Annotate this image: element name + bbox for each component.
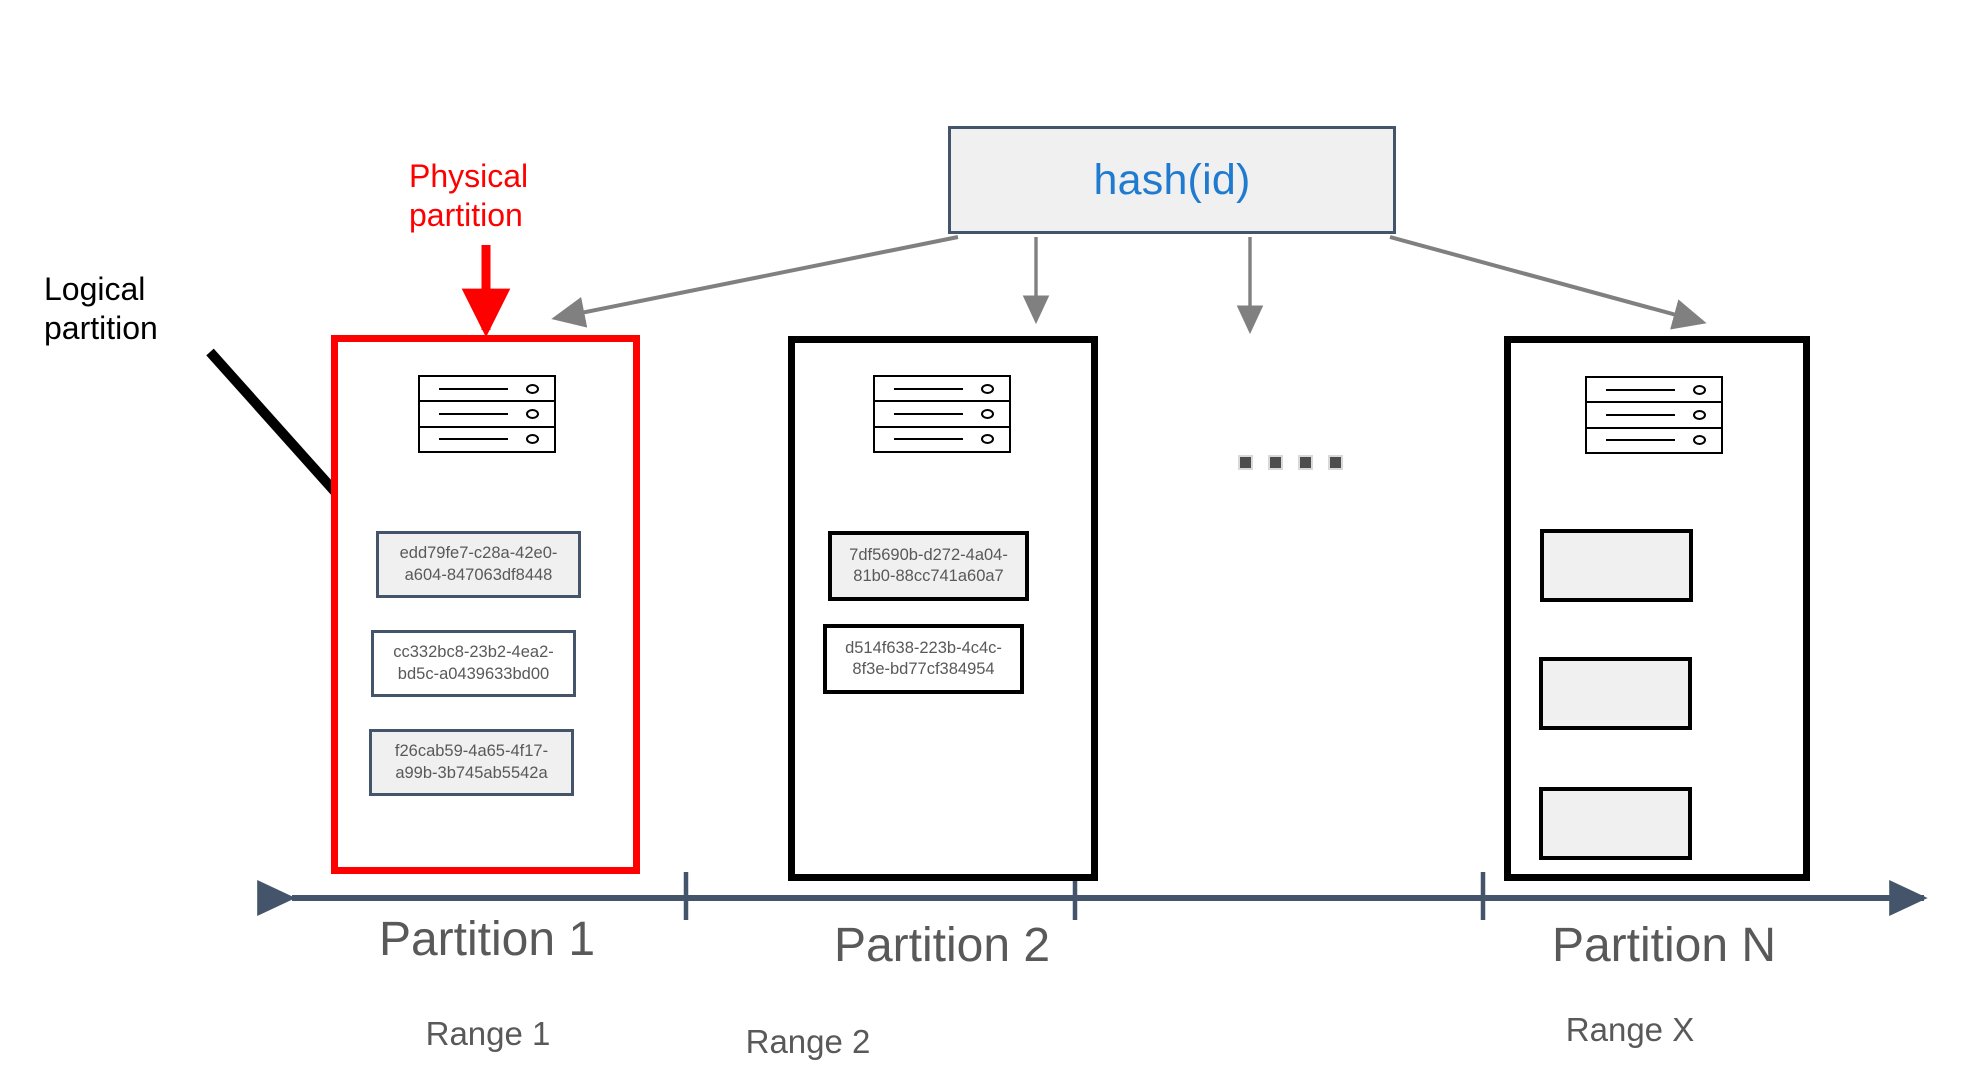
document-id-label: edd79fe7-c28a-42e0- a604-847063df8448 [399,544,558,584]
rack-led-icon [981,383,995,394]
axis-label-range-1: Range 1 [425,1015,551,1052]
rack-line [1605,413,1676,416]
rack-led-icon [526,408,540,419]
rack-line [438,412,509,415]
document-box[interactable]: 7df5690b-d272-4a04- 81b0-88cc741a60a7 [828,531,1029,601]
axis-label-range-2: Range 2 [745,1023,871,1060]
rack-row [1587,429,1721,452]
rack-line [893,387,964,390]
hash-function-box[interactable]: hash(id) [948,126,1396,234]
rack-row [875,377,1009,403]
rack-row [875,402,1009,428]
rack-led-icon [526,383,540,394]
document-box[interactable]: cc332bc8-23b2-4ea2- bd5c-a0439633bd00 [371,630,576,697]
connector-hash-to-partition-n [1389,235,1707,330]
rack-line [893,412,964,415]
axis-label-partition-n: Partition N [1551,919,1777,972]
document-box[interactable]: f26cab59-4a65-4f17- a99b-3b745ab5542a [369,729,574,796]
rack-led-icon [526,434,540,445]
axis-label-partition-2: Partition 2 [833,919,1051,972]
axis-label-range-x: Range X [1565,1011,1695,1048]
rack-led-icon [981,434,995,445]
ellipsis-dot [1238,455,1253,470]
partition-box-1[interactable]: edd79fe7-c28a-42e0- a604-847063df8448 cc… [331,335,640,874]
hash-function-label: hash(id) [1093,155,1251,204]
rack-line [438,387,509,390]
rack-line [1605,439,1676,442]
rack-row [420,402,554,428]
rack-row [420,377,554,403]
rack-led-icon [1693,409,1707,420]
document-box[interactable] [1540,529,1693,602]
rack-line [1605,388,1676,391]
rack-row [1587,403,1721,429]
ellipsis-dot [1328,455,1343,470]
logical-partition-callout: Logical partition [44,271,158,347]
rack-row [420,428,554,451]
document-box[interactable] [1539,657,1692,730]
document-box[interactable] [1539,787,1692,860]
connector-hash-to-partition-1 [551,235,959,328]
rack-led-icon [1693,384,1707,395]
server-rack-icon [873,375,1011,453]
partition-box-n[interactable] [1504,336,1810,881]
document-id-label: d514f638-223b-4c4c- 8f3e-bd77cf384954 [845,638,1002,678]
rack-row [875,428,1009,451]
document-id-label: f26cab59-4a65-4f17- a99b-3b745ab5542a [394,742,549,782]
ellipsis-more-partitions [1238,455,1343,470]
server-rack-icon [1585,376,1723,454]
document-id-label: 7df5690b-d272-4a04- 81b0-88cc741a60a7 [849,545,1008,585]
ellipsis-dot [1298,455,1313,470]
document-box[interactable]: d514f638-223b-4c4c- 8f3e-bd77cf384954 [823,624,1024,694]
ellipsis-dot [1268,455,1283,470]
server-rack-icon [418,375,556,453]
partition-box-2[interactable]: 7df5690b-d272-4a04- 81b0-88cc741a60a7 d5… [788,336,1098,881]
rack-line [438,438,509,441]
rack-row [1587,378,1721,404]
rack-line [893,438,964,441]
document-box[interactable]: edd79fe7-c28a-42e0- a604-847063df8448 [376,531,581,598]
axis-label-partition-1: Partition 1 [378,913,596,966]
rack-led-icon [1693,435,1707,446]
physical-partition-callout: Physical partition [409,158,529,234]
rack-led-icon [981,408,995,419]
document-id-label: cc332bc8-23b2-4ea2- bd5c-a0439633bd00 [393,643,554,683]
